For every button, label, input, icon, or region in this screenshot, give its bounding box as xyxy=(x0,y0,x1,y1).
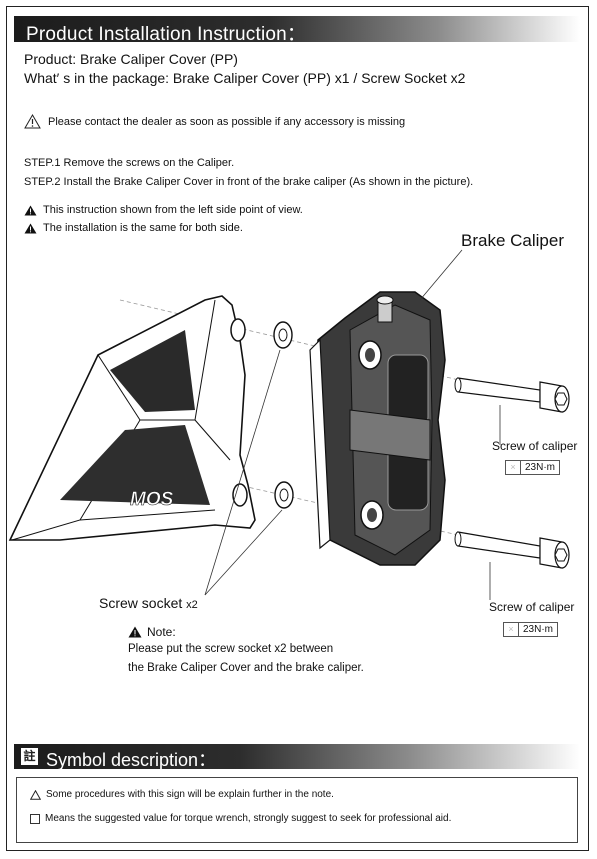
warning-outline-icon xyxy=(24,114,41,129)
symbol-section-title: Symbol description： xyxy=(46,750,217,770)
warning-text: Please contact the dealer as soon as pos… xyxy=(48,115,406,128)
symbol-section-bar xyxy=(14,744,580,769)
note-title: Note: xyxy=(128,625,176,639)
note-both-sides: The installation is the same for both si… xyxy=(24,222,243,234)
note-left-side-text: This instruction shown from the left sid… xyxy=(43,204,303,216)
screw-socket-top xyxy=(273,321,293,349)
caliper-screw-bottom xyxy=(454,531,570,569)
warning-filled-icon xyxy=(24,223,37,233)
package-line: What′ s in the package: Brake Caliper Co… xyxy=(24,70,466,86)
missing-accessory-warning: Please contact the dealer as soon as pos… xyxy=(24,114,405,129)
square-icon xyxy=(30,813,40,824)
symbol-item-square-text: Means the suggested value for torque wre… xyxy=(45,813,452,824)
page-border xyxy=(6,6,589,851)
screw-bottom-label: Screw of caliper xyxy=(489,600,575,614)
torque-top-value: 23N·m xyxy=(525,462,556,473)
screw-socket-bottom xyxy=(274,481,294,509)
note-line-2: the Brake Caliper Cover and the brake ca… xyxy=(128,662,364,674)
torque-top-badge: × 23N·m xyxy=(505,460,561,475)
mos-logo: MOS xyxy=(130,489,174,510)
product-line: Product: Brake Caliper Cover (PP) xyxy=(24,51,238,67)
symbol-item-square: Means the suggested value for torque wre… xyxy=(30,813,451,824)
brake-caliper-cover xyxy=(8,295,256,541)
socket-leader-lines xyxy=(204,349,283,596)
header-bar xyxy=(14,16,580,42)
symbol-item-triangle-text: Some procedures with this sign will be e… xyxy=(46,789,334,800)
step-1: STEP.1 Remove the screws on the Caliper. xyxy=(24,157,235,169)
caliper-leader-line xyxy=(419,249,463,301)
screw-socket-label: Screw socket x2 xyxy=(99,595,198,611)
screw-top-label: Screw of caliper xyxy=(492,439,578,453)
note-both-sides-text: The installation is the same for both si… xyxy=(43,222,243,234)
brake-caliper xyxy=(309,291,446,566)
symbol-description-box xyxy=(16,777,578,843)
screw-socket-label-text: Screw socket xyxy=(99,595,183,611)
torque-square-icon: × xyxy=(504,623,519,636)
symbol-item-triangle: Some procedures with this sign will be e… xyxy=(30,789,334,800)
torque-square-icon: × xyxy=(506,461,521,474)
note-line-1: Please put the screw socket x2 between xyxy=(128,643,334,655)
torque-bottom-value: 23N·m xyxy=(523,624,554,635)
caliper-screw-top xyxy=(454,377,570,413)
screw-socket-qty: x2 xyxy=(186,599,198,611)
warning-filled-icon xyxy=(24,205,37,215)
page-title: Product Installation Instruction： xyxy=(26,24,307,45)
note-left-side: This instruction shown from the left sid… xyxy=(24,204,303,216)
warning-outline-icon xyxy=(30,789,41,800)
note-title-text: Note: xyxy=(147,625,176,639)
torque-bottom-badge: × 23N·m xyxy=(503,622,559,637)
warning-filled-icon xyxy=(128,626,142,638)
note-symbol-icon: 註 xyxy=(21,748,38,765)
brake-caliper-label: Brake Caliper xyxy=(461,231,564,250)
step-2: STEP.2 Install the Brake Caliper Cover i… xyxy=(24,176,474,188)
